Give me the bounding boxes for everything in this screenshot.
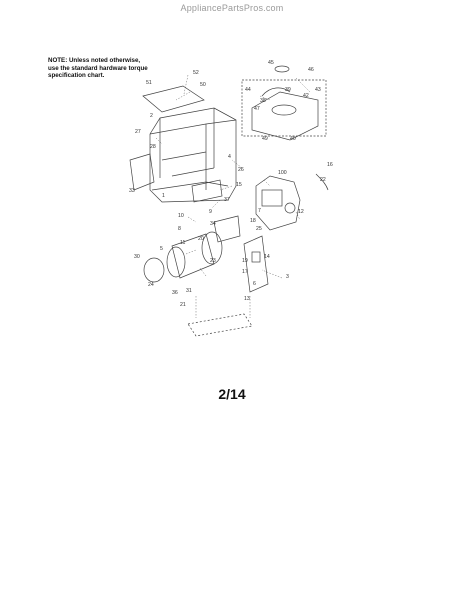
base-plate	[187, 313, 253, 337]
note-line-2: use the standard hardware torque	[48, 64, 148, 72]
engine	[255, 175, 301, 231]
callout-26: 26	[238, 167, 244, 173]
callout-23: 23	[210, 258, 216, 264]
callout-51: 51	[146, 80, 152, 86]
callout-36: 36	[172, 290, 178, 296]
end-cap	[143, 257, 165, 283]
callout-28: 28	[150, 144, 156, 150]
callout-14: 14	[264, 254, 270, 260]
callout-16: 16	[327, 162, 333, 168]
frame	[149, 107, 237, 203]
callout-17: 17	[242, 269, 248, 275]
callout-42: 42	[303, 93, 309, 99]
mount-bracket	[191, 179, 223, 203]
callout-3: 3	[286, 274, 289, 280]
fuel-tank	[241, 79, 327, 141]
callout-20: 20	[198, 236, 204, 242]
callout-27: 27	[135, 129, 141, 135]
callout-12: 12	[298, 209, 304, 215]
callout-34: 34	[210, 221, 216, 227]
engine-plate	[213, 215, 241, 243]
callout-19: 19	[242, 258, 248, 264]
note-line-3: specification chart.	[48, 72, 105, 80]
callout-45: 45	[268, 60, 274, 66]
callout-46: 46	[308, 67, 314, 73]
callout-5: 5	[160, 246, 163, 252]
callout-18: 18	[250, 218, 256, 224]
callout-1: 1	[162, 193, 165, 199]
torque-note: NOTE: Unless noted otherwise, use the st…	[48, 57, 198, 80]
callout-100: 100	[278, 170, 287, 176]
control-box	[243, 235, 269, 293]
callout-31: 31	[186, 288, 192, 294]
watermark: AppliancePartsPros.com	[180, 3, 284, 13]
panel-plate	[142, 85, 205, 113]
side-panel	[129, 153, 155, 191]
callout-39: 39	[285, 87, 291, 93]
callout-10: 10	[178, 213, 184, 219]
callout-6: 6	[253, 281, 256, 287]
callout-40: 40	[290, 136, 296, 142]
callout-2: 2	[150, 113, 153, 119]
callout-50: 50	[200, 82, 206, 88]
page-number: 2/14	[218, 386, 246, 402]
callout-24: 24	[148, 282, 154, 288]
callout-33: 33	[129, 188, 135, 194]
callout-22: 22	[320, 177, 326, 183]
fuel-line	[315, 173, 329, 191]
callout-9: 9	[209, 209, 212, 215]
callout-44: 44	[245, 87, 251, 93]
callout-43: 43	[315, 87, 321, 93]
callout-11: 11	[180, 240, 185, 246]
callout-7: 7	[258, 208, 261, 214]
callout-15: 15	[236, 182, 242, 188]
callout-49: 49	[262, 136, 268, 142]
note-line-1: NOTE: Unless noted otherwise,	[48, 57, 141, 64]
callout-21: 21	[180, 302, 186, 308]
callout-13: 13	[244, 296, 250, 302]
callout-30: 30	[134, 254, 140, 260]
callout-37: 37	[224, 197, 230, 203]
alternator	[166, 231, 223, 279]
leader-lines	[155, 74, 311, 318]
callout-38: 38	[260, 98, 266, 104]
callout-4: 4	[228, 154, 231, 160]
fuel-cap	[274, 65, 290, 73]
callout-8: 8	[178, 226, 181, 232]
callout-47: 47	[254, 106, 260, 112]
callout-25: 25	[256, 226, 262, 232]
callout-52: 52	[193, 70, 199, 76]
